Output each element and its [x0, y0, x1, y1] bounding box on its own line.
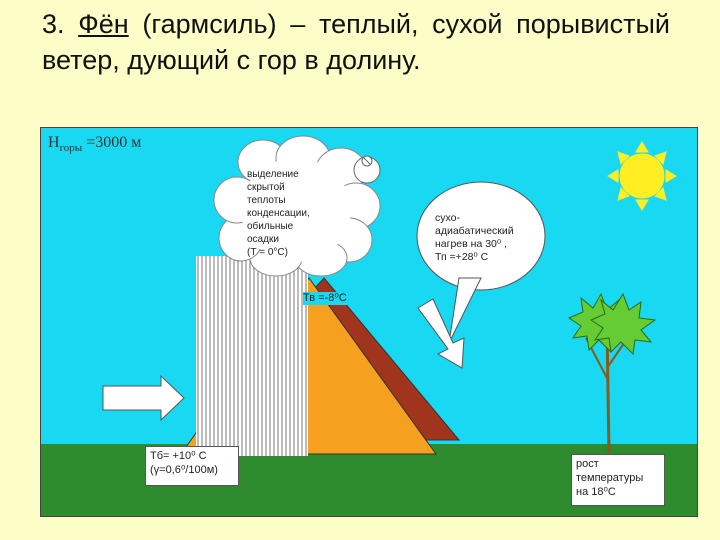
growth-line: на 18⁰С	[576, 485, 660, 499]
rain-column	[196, 256, 308, 456]
slide-title: 3. Фён (гармсиль) – теплый, сухой порыви…	[42, 6, 670, 78]
title-foehn-word: Фён	[78, 9, 128, 39]
height-subscript: горы	[60, 142, 83, 154]
height-value: =3000 м	[82, 134, 141, 151]
bubble-text: сухо- адиабатический нагрев на 30⁰ , Тп …	[435, 212, 539, 264]
cloud-line: обильные	[247, 220, 331, 233]
base-temperature-box: Тб= +10⁰ С (γ=0,6⁰/100м)	[145, 446, 239, 486]
cloud-line: выделение	[247, 168, 331, 181]
peak-temperature: Тв =-8⁰С	[303, 292, 347, 305]
tree-icon	[569, 294, 655, 453]
cloud-line: скрытой	[247, 181, 331, 194]
wind-arrow	[103, 376, 184, 420]
bubble-line: сухо-	[435, 212, 539, 225]
bubble-line: Тп =+28⁰ С	[435, 251, 539, 264]
base-temp-line: Тб= +10⁰ С	[150, 449, 234, 463]
cloud-temp-line: (Т = 0°C)	[247, 246, 331, 259]
temperature-growth-box: рост температуры на 18⁰С	[571, 454, 665, 506]
growth-line: рост	[576, 457, 660, 471]
bubble-line: адиабатический	[435, 225, 539, 238]
cloud-line: теплоты	[247, 194, 331, 207]
cloud-line: осадки	[247, 233, 331, 246]
foehn-diagram: Hгоры =3000 м выделение скрытой теплоты …	[40, 127, 698, 517]
mountain-height-label: Hгоры =3000 м	[48, 134, 141, 154]
sun-icon	[608, 142, 676, 210]
title-prefix: 3.	[42, 9, 78, 39]
bubble-line: нагрев на 30⁰ ,	[435, 238, 539, 251]
cloud-text: выделение скрытой теплоты конденсации, о…	[247, 168, 331, 259]
cloud-line: конденсации,	[247, 207, 331, 220]
title-definition: (гармсиль) – теплый, сухой порывистый ве…	[42, 9, 670, 75]
growth-line: температуры	[576, 471, 660, 485]
height-symbol: H	[48, 134, 60, 151]
base-gradient-line: (γ=0,6⁰/100м)	[150, 463, 234, 477]
